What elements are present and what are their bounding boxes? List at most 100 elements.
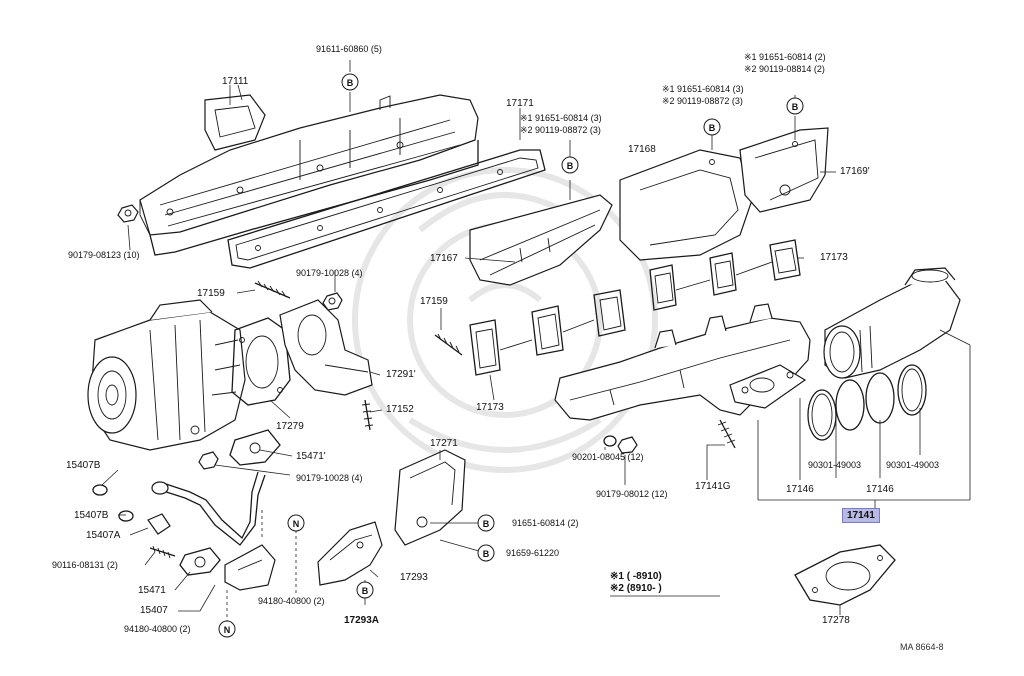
part-label-17159-left: 17159 xyxy=(197,288,225,299)
part-label-17111: 17111 xyxy=(222,76,249,87)
symbol-letter-b: B xyxy=(709,123,716,133)
nut-90179-10028-b xyxy=(198,451,219,470)
part-label-90179-10028-top: 90179-10028 (4) xyxy=(296,268,363,278)
part-label-17173-lower: 17173 xyxy=(476,402,504,413)
exhaust-elbow-pipe xyxy=(823,267,961,379)
stud-17152 xyxy=(361,399,374,431)
bolt-symbol-91651: B xyxy=(477,514,495,532)
symbol-letter-n: N xyxy=(293,519,300,529)
part-label-17291: 17291' xyxy=(386,369,416,380)
washer-90201 xyxy=(603,435,617,447)
part-label-15407b-bottom: 15407B xyxy=(74,510,109,521)
stud-17159-a xyxy=(254,280,291,299)
part-label-17168: 17168 xyxy=(628,144,656,155)
part-label-90179-08012: 90179-08012 (12) xyxy=(596,489,668,499)
part-label-15407b-top: 15407B xyxy=(66,460,101,471)
leader-lines xyxy=(101,60,971,622)
part-label-17169: 17169' xyxy=(840,166,870,177)
part-label-17171-note2: ※2 90119-08872 (3) xyxy=(520,125,601,135)
nut-symbol-94180-a: N xyxy=(287,514,305,532)
washer-15407b xyxy=(92,484,134,522)
part-label-17278: 17278 xyxy=(822,615,850,626)
union-bolt-15407a xyxy=(147,513,171,535)
nut-90179-08123 xyxy=(117,204,139,223)
exhaust-gaskets-upper xyxy=(649,239,801,311)
date-note-line-2: ※2 (8910- ) xyxy=(610,583,662,594)
symbol-letter-b: B xyxy=(362,586,369,596)
turbocharger xyxy=(87,299,246,451)
heat-insulator-17168 xyxy=(619,149,753,261)
bolt-symbol-17169: B xyxy=(786,97,804,115)
part-label-17271: 17271 xyxy=(430,438,458,449)
part-label-17169-note1: ※1 91651-60814 (2) xyxy=(744,52,826,62)
part-label-17141g: 17141G xyxy=(695,481,731,492)
part-label-90201-08045: 90201-08045 (12) xyxy=(572,452,644,462)
bolt-symbols: B B B B B B B N xyxy=(218,73,804,638)
part-label-17146-left: 17146 xyxy=(786,484,814,495)
symbol-letter-b: B xyxy=(792,102,799,112)
part-label-17152: 17152 xyxy=(386,404,414,415)
part-label-15471-upper: 15471' xyxy=(296,451,326,462)
part-label-15471-lower: 15471 xyxy=(138,585,166,596)
heat-insulator-17169 xyxy=(739,127,829,213)
date-note-line-1: ※1 ( -8910) xyxy=(610,571,662,582)
turbo-gasket-17279 xyxy=(231,317,291,406)
part-label-17168-note2: ※2 90119-08872 (3) xyxy=(662,96,743,106)
part-label-15407: 15407 xyxy=(140,605,168,616)
exhaust-manifold xyxy=(554,303,811,421)
part-label-91659-61220: 91659-61220 xyxy=(506,548,560,558)
part-label-90179-08123: 90179-08123 (10) xyxy=(68,250,140,260)
part-label-90179-10028-bottom: 90179-10028 (4) xyxy=(296,473,363,483)
diagram-reference: MA 8664-8 xyxy=(900,642,944,652)
intake-gasket xyxy=(227,149,546,269)
part-label-90116-08131: 90116-08131 (2) xyxy=(52,560,118,570)
part-label-17293a: 17293A xyxy=(344,615,380,626)
turbo-elbow-17291 xyxy=(279,299,373,396)
part-label-17169-note2: ※2 90119-08814 (2) xyxy=(744,64,825,74)
nut-symbol-94180-b: N xyxy=(218,620,236,638)
stud-90116 xyxy=(149,545,176,559)
exhaust-gaskets-lower xyxy=(469,289,626,376)
part-label-90301-49003-left: 90301-49003 xyxy=(808,460,862,470)
stud-17141g xyxy=(717,419,736,449)
intake-manifold xyxy=(139,94,479,256)
part-label-17173-upper: 17173 xyxy=(820,252,848,263)
gasket-15471-b xyxy=(179,547,221,576)
symbol-letter-b: B xyxy=(483,549,490,559)
part-label-94180-40800-right: 94180-40800 (2) xyxy=(258,596,325,606)
part-label-17159-right: 17159 xyxy=(420,296,448,307)
nut-90179-10028-a xyxy=(322,292,343,311)
bolt-symbol-91611: B xyxy=(341,73,359,91)
part-label-94180-40800-left: 94180-40800 (2) xyxy=(124,624,191,634)
part-label-17293: 17293 xyxy=(400,572,428,583)
nut-90179-08012 xyxy=(617,436,638,454)
gasket-15471-a xyxy=(229,429,281,466)
symbol-letter-b: B xyxy=(347,78,354,88)
symbol-letter-n: N xyxy=(224,625,231,635)
part-label-17141-highlighted[interactable]: 17141 xyxy=(842,508,880,523)
heat-insulator-17167 xyxy=(469,194,613,286)
part-label-17146-right: 17146 xyxy=(866,484,894,495)
seal-rings xyxy=(807,364,927,441)
part-label-91611-60860: 91611-60860 (5) xyxy=(316,44,382,54)
bolt-symbol-17293a: B xyxy=(356,581,374,599)
watermark-emblem xyxy=(352,167,658,473)
heat-insulator-17271 xyxy=(394,449,466,546)
symbol-letter-b: B xyxy=(483,519,490,529)
part-label-17168-note1: ※1 91651-60814 (3) xyxy=(662,84,744,94)
stud-17159-b xyxy=(434,333,463,356)
part-label-17171: 17171 xyxy=(506,98,534,109)
part-label-17279: 17279 xyxy=(276,421,304,432)
part-label-17167: 17167 xyxy=(430,253,458,264)
bolt-symbol-91659: B xyxy=(477,544,495,562)
part-label-17171-note1: ※1 91651-60814 (3) xyxy=(520,113,602,123)
part-label-90301-49003-right: 90301-49003 xyxy=(886,460,940,470)
symbol-letter-b: B xyxy=(567,161,574,171)
bracket-17293 xyxy=(317,521,383,586)
gasket-17278 xyxy=(794,544,896,606)
bolt-symbol-17171: B xyxy=(561,156,579,174)
part-label-15407a: 15407A xyxy=(86,530,121,541)
bolt-symbol-17168: B xyxy=(703,118,721,136)
